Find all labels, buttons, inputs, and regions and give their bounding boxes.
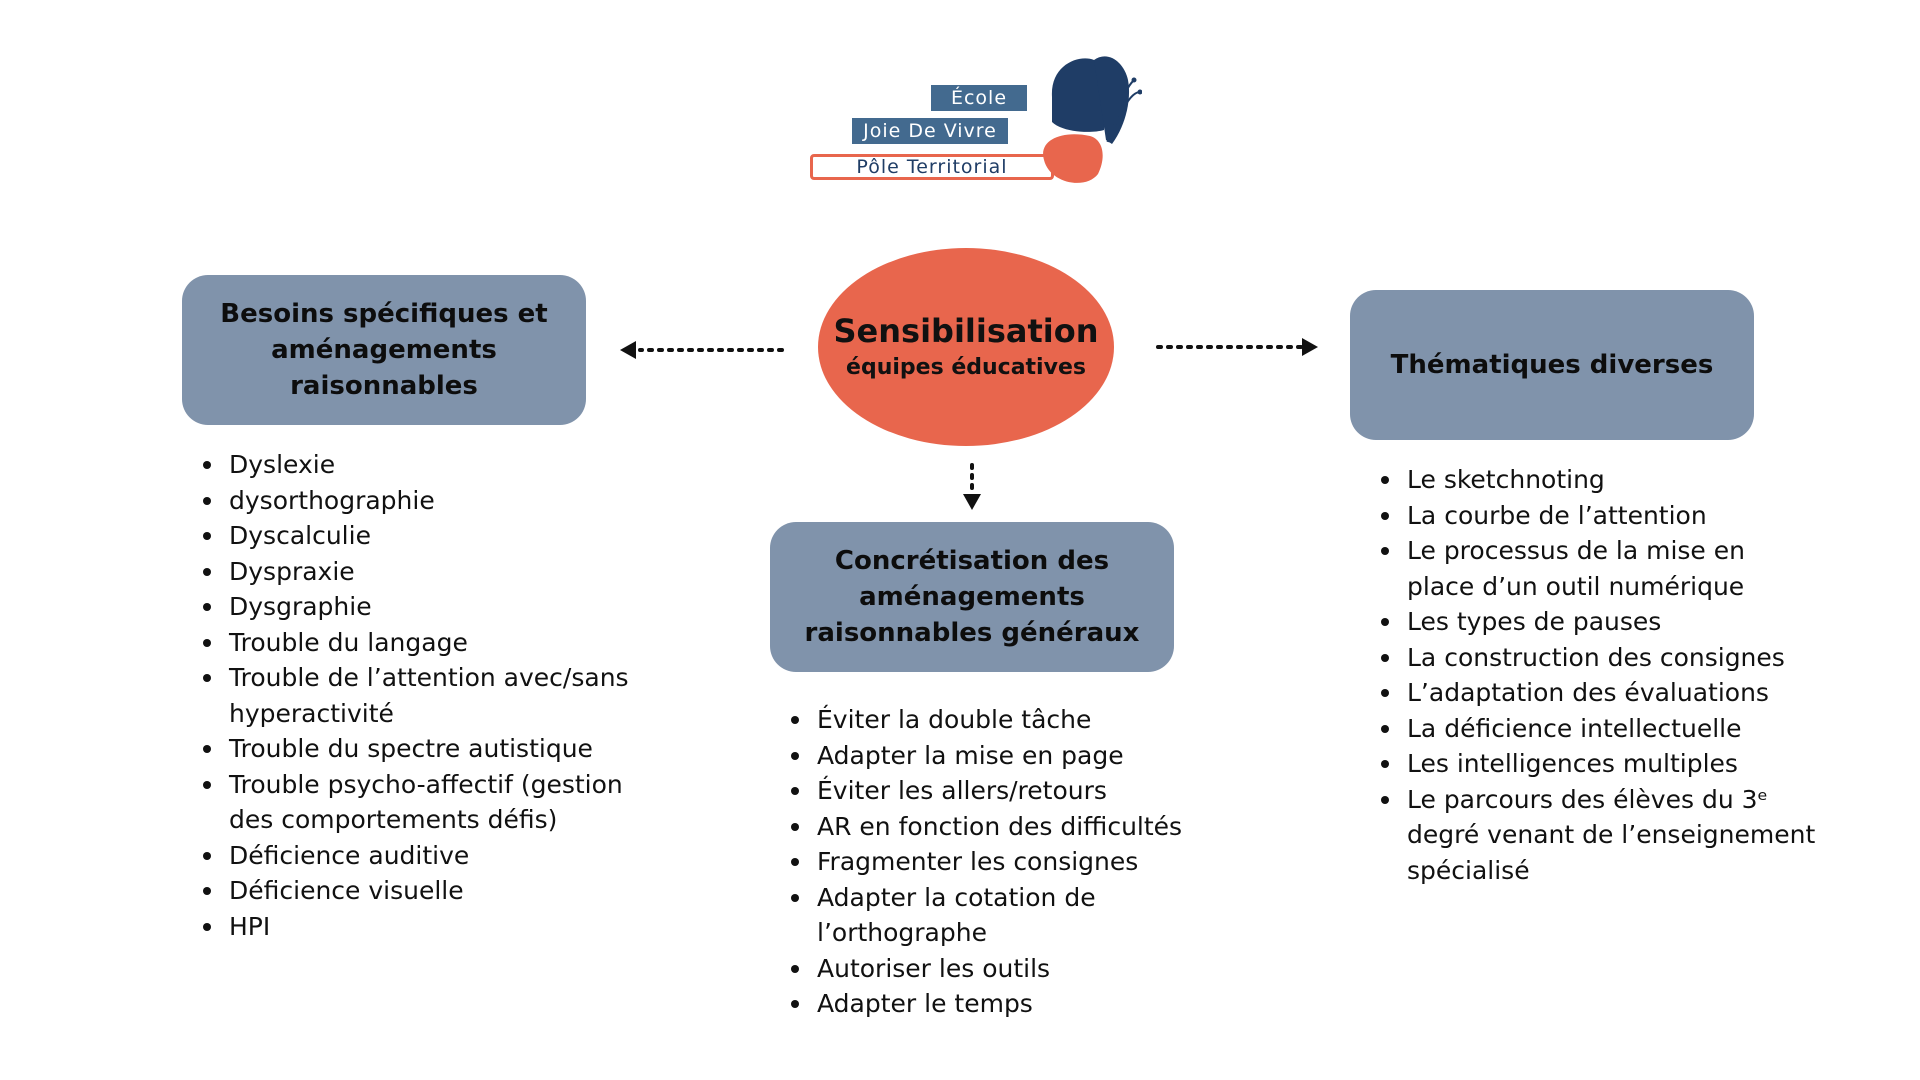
list-item: La courbe de l’attention xyxy=(1381,498,1817,534)
logo-joie-de-vivre-label: Joie De Vivre xyxy=(852,118,1008,144)
list-item: Les intelligences multiples xyxy=(1381,746,1817,782)
list-item: Dysgraphie xyxy=(203,589,649,625)
list-item: Trouble du spectre autistique xyxy=(203,731,649,767)
arrow-right-head xyxy=(1302,338,1318,356)
list-item: Adapter la mise en page xyxy=(791,738,1247,774)
arrow-left-head xyxy=(620,341,636,359)
list-item: Le parcours des élèves du 3ᵉ degré venan… xyxy=(1381,782,1817,889)
list-item: Éviter la double tâche xyxy=(791,702,1247,738)
list-item: Autoriser les outils xyxy=(791,951,1247,987)
central-topic-title: Sensibilisation xyxy=(833,312,1099,350)
list-item: Éviter les allers/retours xyxy=(791,773,1247,809)
butterfly-icon xyxy=(1043,56,1142,183)
box-thematiques-diverses: Thématiques diverses xyxy=(1350,290,1754,440)
list-item: Le sketchnoting xyxy=(1381,462,1817,498)
list-item: Adapter le temps xyxy=(791,986,1247,1022)
list-item: Trouble psycho-affectif (gestion des com… xyxy=(203,767,649,838)
list-item: Les types de pauses xyxy=(1381,604,1817,640)
list-item: HPI xyxy=(203,909,649,945)
list-item: Déficience auditive xyxy=(203,838,649,874)
box-besoins-specifiques: Besoins spécifiques et aménagements rais… xyxy=(182,275,586,425)
central-topic-ellipse: Sensibilisation équipes éducatives xyxy=(818,248,1114,446)
list-item: La déficience intellectuelle xyxy=(1381,711,1817,747)
list-item: dysorthographie xyxy=(203,483,649,519)
list-item: Déficience visuelle xyxy=(203,873,649,909)
arrow-down-head xyxy=(963,494,981,510)
logo: École Joie De Vivre Pôle Territorial xyxy=(806,52,1142,188)
list-item: Trouble de l’attention avec/sans hyperac… xyxy=(203,660,649,731)
list-item: Fragmenter les consignes xyxy=(791,844,1247,880)
list-item: Le processus de la mise en place d’un ou… xyxy=(1381,533,1817,604)
logo-ecole-label: École xyxy=(931,85,1027,111)
logo-pole-territorial-label: Pôle Territorial xyxy=(810,154,1054,180)
list-item: Dyslexie xyxy=(203,447,649,483)
list-item: AR en fonction des difficultés xyxy=(791,809,1247,845)
list-item: Dyscalculie xyxy=(203,518,649,554)
list-item: Dyspraxie xyxy=(203,554,649,590)
central-topic-subtitle: équipes éducatives xyxy=(846,355,1086,380)
list-item: L’adaptation des évaluations xyxy=(1381,675,1817,711)
list-item: Trouble du langage xyxy=(203,625,649,661)
list-item: Adapter la cotation de l’orthographe xyxy=(791,880,1247,951)
list-item: La construction des consignes xyxy=(1381,640,1817,676)
box-concretisation: Concrétisation des aménagements raisonna… xyxy=(770,522,1174,672)
